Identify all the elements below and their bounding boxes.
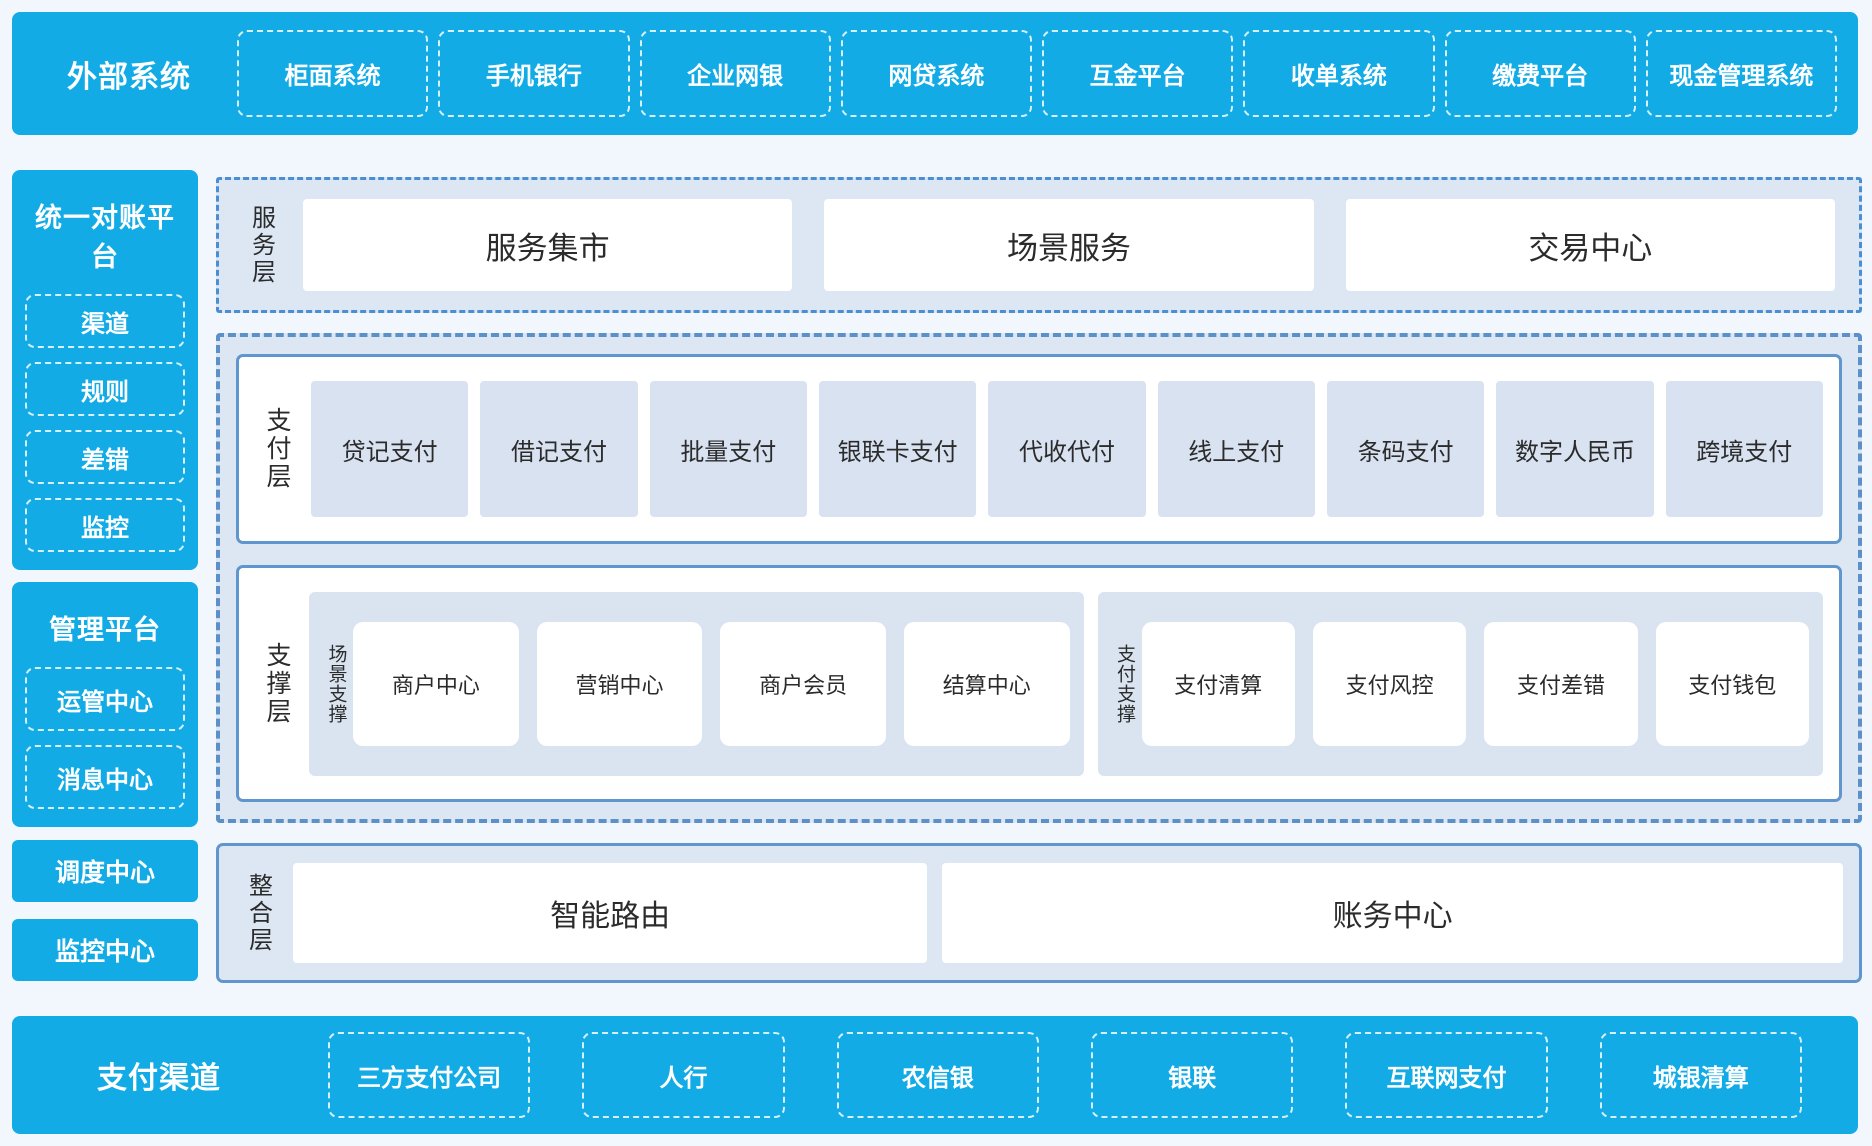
payment-support-cards: 支付清算 支付风控 支付差错 支付钱包 [1141,621,1809,746]
scene-support-label: 场景支撑 [325,643,347,724]
main-area: 服务层 服务集市 场景服务 交易中心 支付层 贷记支付 借记支付 批量支付 银联… [216,177,1862,983]
reconciliation-item-errors: 差错 [25,430,185,484]
payment-support-label: 支付支撑 [1114,643,1136,724]
service-layer-cards: 服务集市 场景服务 交易中心 [303,199,1835,291]
scene-support-cards: 商户中心 营销中心 商户会员 结算中心 [353,621,1070,746]
external-systems-bar: 外部系统 柜面系统 手机银行 企业网银 网贷系统 互金平台 收单系统 缴费平台 … [12,12,1858,135]
payment-item-batch: 批量支付 [649,381,807,517]
external-system-item-acquiring: 收单系统 [1243,30,1435,117]
service-layer: 服务层 服务集市 场景服务 交易中心 [216,177,1862,313]
payment-layer: 支付层 贷记支付 借记支付 批量支付 银联卡支付 代收代付 线上支付 条码支付 … [236,354,1842,544]
external-system-item-online-loan: 网贷系统 [840,30,1032,117]
psupport-item-clearing: 支付清算 [1141,621,1295,746]
payment-item-collection: 代收代付 [988,381,1146,517]
sidebar: 统一对账平台 渠道 规则 差错 监控 管理平台 运管中心 消息中心 调度中心 监… [12,170,198,998]
payment-channels-title: 支付渠道 [97,1062,221,1095]
management-item-operations-center: 运管中心 [25,667,185,731]
external-system-item-cash-mgmt: 现金管理系统 [1645,30,1837,117]
integration-layer-cards: 智能路由 账务中心 [293,863,1843,963]
external-system-item-counter: 柜面系统 [237,30,429,117]
external-system-item-corp-ebank: 企业网银 [639,30,831,117]
channel-item-third-party: 三方支付公司 [328,1032,531,1118]
support-layer: 支撑层 场景支撑 商户中心 营销中心 商户会员 结算中心 支付支撑 [236,565,1842,802]
integration-layer: 整合层 智能路由 账务中心 [216,843,1862,983]
payment-item-credit: 贷记支付 [311,381,469,517]
reconciliation-platform-title: 统一对账平台 [35,203,175,272]
payment-item-cross-border: 跨境支付 [1665,381,1823,517]
service-item-trade-center: 交易中心 [1345,199,1835,291]
integration-item-smart-routing: 智能路由 [293,863,928,963]
payment-item-digital-rmb: 数字人民币 [1496,381,1654,517]
payment-item-unionpay-card: 银联卡支付 [818,381,977,517]
channel-item-rural-credit: 农信银 [836,1032,1039,1118]
support-groups: 场景支撑 商户中心 营销中心 商户会员 结算中心 支付支撑 支付清算 支付风控 [309,591,1823,776]
payment-layer-cells: 贷记支付 借记支付 批量支付 银联卡支付 代收代付 线上支付 条码支付 数字人民… [311,381,1823,517]
scene-item-merchant-center: 商户中心 [353,621,519,746]
channel-item-unionpay: 银联 [1090,1032,1294,1118]
scene-item-merchant-member: 商户会员 [720,621,886,746]
channel-item-pboc: 人行 [582,1032,785,1118]
payment-item-barcode: 条码支付 [1326,381,1485,517]
external-system-item-billpay: 缴费平台 [1444,30,1636,117]
psupport-item-error-handling: 支付差错 [1484,621,1638,746]
integration-item-accounting-center: 账务中心 [942,863,1843,963]
management-platform-title: 管理平台 [49,615,161,645]
support-layer-label: 支撑层 [263,641,291,726]
payment-support-group: 支付支撑 支付清算 支付风控 支付差错 支付钱包 [1097,591,1823,776]
scene-item-marketing-center: 营销中心 [536,621,703,746]
management-platform-panel: 管理平台 运管中心 消息中心 [12,582,198,827]
monitoring-center-box: 监控中心 [12,919,198,981]
external-systems-title: 外部系统 [67,60,191,94]
channel-item-internet-pay: 互联网支付 [1345,1032,1548,1118]
external-system-item-mobile-bank: 手机银行 [438,30,630,117]
payment-layer-label: 支付层 [263,407,291,491]
payment-item-online: 线上支付 [1157,381,1315,517]
psupport-item-risk-control: 支付风控 [1312,621,1467,746]
reconciliation-item-monitor: 监控 [25,498,185,552]
service-layer-label: 服务层 [247,204,275,286]
reconciliation-platform-panel: 统一对账平台 渠道 规则 差错 监控 [12,170,198,570]
integration-layer-label: 整合层 [244,872,272,954]
psupport-item-wallet: 支付钱包 [1655,621,1809,746]
scene-item-settlement-center: 结算中心 [903,621,1070,746]
scheduling-center-box: 调度中心 [12,840,198,902]
scene-support-group: 场景支撑 商户中心 营销中心 商户会员 结算中心 [309,591,1084,776]
reconciliation-item-channel: 渠道 [25,294,185,348]
payment-item-debit: 借记支付 [480,381,638,517]
payment-support-wrapper: 支付层 贷记支付 借记支付 批量支付 银联卡支付 代收代付 线上支付 条码支付 … [216,333,1862,823]
management-item-message-center: 消息中心 [25,745,185,809]
service-item-service-market: 服务集市 [303,199,793,291]
channel-item-city-bank-clearing: 城银清算 [1599,1032,1802,1118]
service-item-scene-service: 场景服务 [824,199,1314,291]
external-system-item-fintech: 互金平台 [1042,30,1234,117]
payment-channels-bar: 支付渠道 三方支付公司 人行 农信银 银联 互联网支付 城银清算 [12,1016,1858,1134]
reconciliation-item-rules: 规则 [25,362,185,416]
